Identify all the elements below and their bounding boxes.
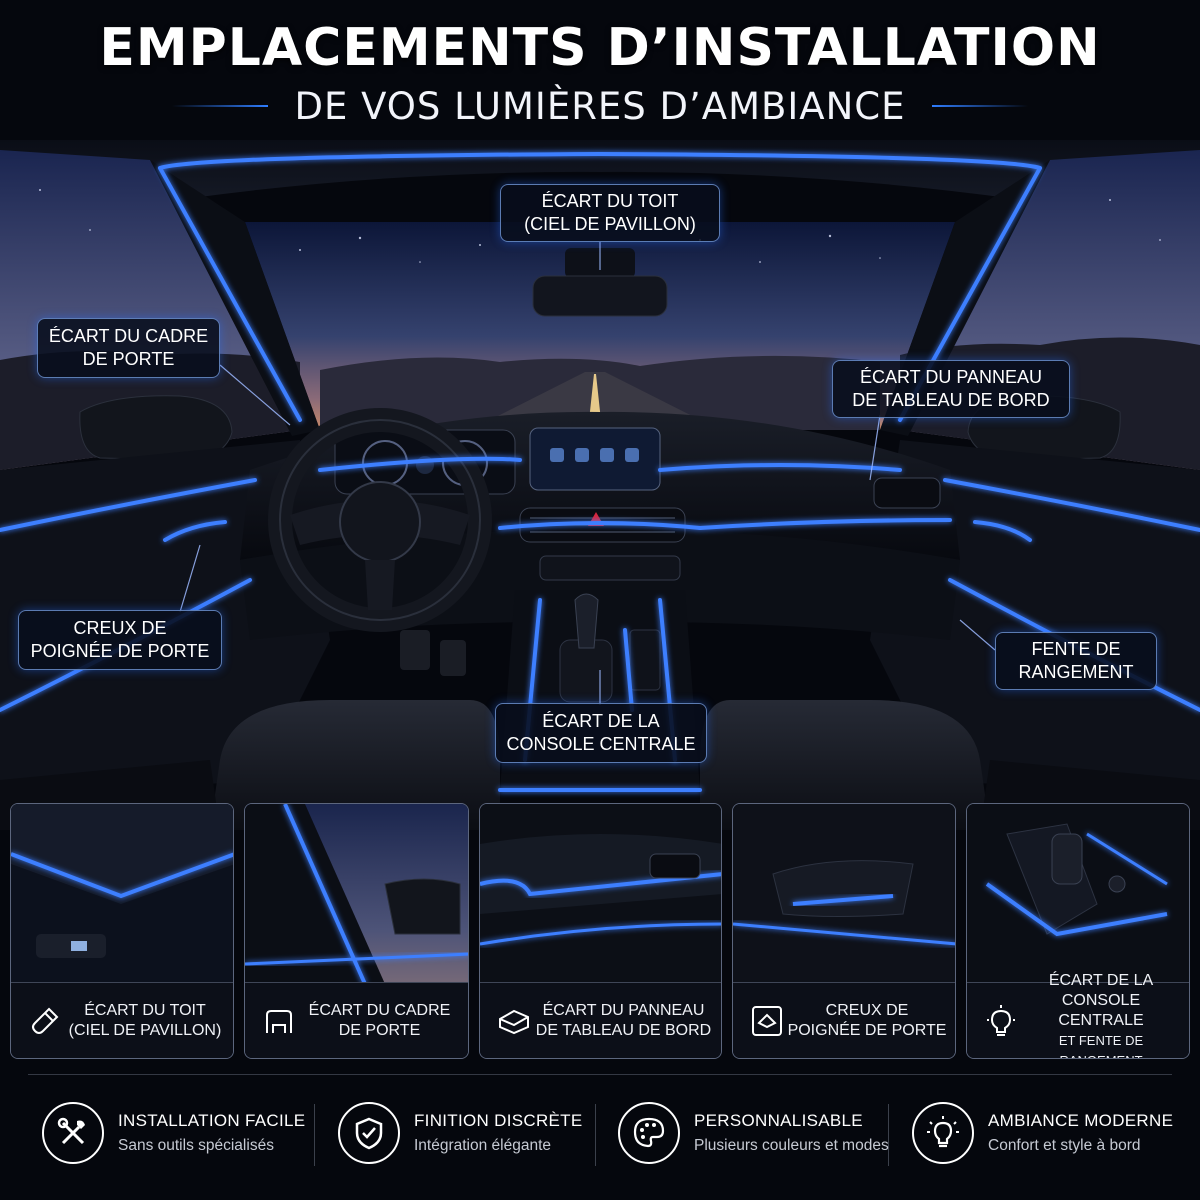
detail-cards: ÉCART DU TOIT (CIEL DE PAVILLON) ÉCART D… <box>10 803 1190 1059</box>
feature-ambiance-text: AMBIANCE MODERNE Confort et style à bord <box>988 1111 1173 1155</box>
light-bulb-icon <box>987 1004 1015 1036</box>
callout-door-frame-line2: DE PORTE <box>82 349 175 369</box>
card-dashboard-line1: ÉCART DU PANNEAU <box>542 1001 705 1019</box>
feature-ambiance: AMBIANCE MODERNE Confort et style à bord <box>912 1100 1173 1166</box>
console-thumbnail <box>967 804 1189 984</box>
card-door-handle-line1: CREUX DE <box>825 1001 909 1019</box>
flashlight-icon <box>32 1007 59 1034</box>
card-dashboard-text: ÉCART DU PANNEAU DE TABLEAU DE BORD <box>532 1001 721 1041</box>
card-door-frame-label: ÉCART DU CADRE DE PORTE <box>245 982 468 1058</box>
callout-door-handle-line1: CREUX DE <box>73 618 167 638</box>
callout-roof: ÉCART DU TOIT (CIEL DE PAVILLON) <box>500 184 720 242</box>
callout-storage: FENTE DE RANGEMENT <box>995 632 1157 690</box>
feature-custom: PERSONNALISABLE Plusieurs couleurs et mo… <box>618 1100 889 1166</box>
feature-finish: FINITION DISCRÈTE Intégration élégante <box>338 1100 583 1166</box>
callout-console-line2: CONSOLE CENTRALE <box>506 734 696 754</box>
dashboard-panel-icon <box>499 1009 529 1034</box>
callout-door-frame: ÉCART DU CADRE DE PORTE <box>37 318 220 378</box>
callout-storage-line2: RANGEMENT <box>1018 662 1134 682</box>
callout-roof-line2: (CIEL DE PAVILLON) <box>524 214 696 234</box>
card-door-frame: ÉCART DU CADRE DE PORTE <box>244 803 469 1059</box>
callout-door-handle: CREUX DE POIGNÉE DE PORTE <box>18 610 222 670</box>
feature-installation-title: INSTALLATION FACILE <box>118 1111 306 1130</box>
card-roof: ÉCART DU TOIT (CIEL DE PAVILLON) <box>10 803 234 1059</box>
feature-finish-text: FINITION DISCRÈTE Intégration élégante <box>414 1111 583 1155</box>
feature-separator <box>595 1104 596 1166</box>
card-console-line1: ÉCART DE LA <box>1048 971 1154 989</box>
card-door-frame-line1: ÉCART DU CADRE <box>308 1001 451 1019</box>
shield-check-icon <box>338 1102 400 1164</box>
card-door-frame-text: ÉCART DU CADRE DE PORTE <box>297 1001 468 1041</box>
card-door-handle: CREUX DE POIGNÉE DE PORTE <box>732 803 956 1059</box>
feature-finish-title: FINITION DISCRÈTE <box>414 1111 583 1130</box>
card-door-handle-line2: POIGNÉE DE PORTE <box>787 1021 947 1039</box>
feature-ambiance-title: AMBIANCE MODERNE <box>988 1111 1174 1130</box>
card-roof-text: ÉCART DU TOIT (CIEL DE PAVILLON) <box>63 1001 233 1041</box>
callout-console: ÉCART DE LA CONSOLE CENTRALE <box>495 703 707 763</box>
card-dashboard: ÉCART DU PANNEAU DE TABLEAU DE BORD <box>479 803 722 1059</box>
feature-ambiance-subtitle: Confort et style à bord <box>988 1137 1141 1154</box>
feature-installation-subtitle: Sans outils spécialisés <box>118 1137 274 1154</box>
subtitle-left-rule <box>172 105 269 107</box>
callout-dashboard-line2: DE TABLEAU DE BORD <box>852 390 1050 410</box>
callout-dashboard: ÉCART DU PANNEAU DE TABLEAU DE BORD <box>832 360 1070 418</box>
feature-custom-text: PERSONNALISABLE Plusieurs couleurs et mo… <box>694 1111 889 1155</box>
feature-installation-text: INSTALLATION FACILE Sans outils spéciali… <box>118 1111 305 1155</box>
page-subtitle: DE VOS LUMIÈRES D’AMBIANCE <box>294 84 906 128</box>
card-console-line3: ET FENTE DE RANGEMENT <box>1058 1032 1144 1059</box>
card-roof-label: ÉCART DU TOIT (CIEL DE PAVILLON) <box>11 982 233 1058</box>
card-roof-line1: ÉCART DU TOIT <box>84 1001 206 1019</box>
card-console: ÉCART DE LA CONSOLE CENTRALE ET FENTE DE… <box>966 803 1190 1059</box>
door-handle-icon <box>752 1005 782 1036</box>
door-handle-thumbnail <box>733 804 955 984</box>
palette-icon <box>618 1102 680 1164</box>
callout-door-handle-line2: POIGNÉE DE PORTE <box>30 641 210 661</box>
card-dashboard-label: ÉCART DU PANNEAU DE TABLEAU DE BORD <box>480 982 721 1058</box>
door-frame-icon <box>266 1009 292 1033</box>
callout-console-line1: ÉCART DE LA <box>542 711 660 731</box>
card-door-frame-line2: DE PORTE <box>338 1021 421 1039</box>
callout-roof-line1: ÉCART DU TOIT <box>541 191 679 211</box>
roof-thumbnail <box>11 804 233 984</box>
card-dashboard-line2: DE TABLEAU DE BORD <box>535 1021 712 1039</box>
page-title: EMPLACEMENTS D’INSTALLATION <box>99 18 1101 78</box>
feature-separator <box>314 1104 315 1166</box>
card-door-handle-text: CREUX DE POIGNÉE DE PORTE <box>785 1001 955 1041</box>
subtitle-right-rule <box>931 105 1028 107</box>
callout-dashboard-line1: ÉCART DU PANNEAU <box>859 367 1043 387</box>
feature-custom-subtitle: Plusieurs couleurs et modes <box>694 1137 889 1154</box>
dashboard-thumbnail <box>480 804 721 984</box>
card-console-label: ÉCART DE LA CONSOLE CENTRALE ET FENTE DE… <box>967 972 1189 1058</box>
door-frame-thumbnail <box>245 804 468 984</box>
callout-door-frame-line1: ÉCART DU CADRE <box>48 326 209 346</box>
features-divider <box>28 1074 1172 1075</box>
callout-storage-line1: FENTE DE <box>1031 639 1121 659</box>
card-door-handle-label: CREUX DE POIGNÉE DE PORTE <box>733 982 955 1058</box>
feature-installation: INSTALLATION FACILE Sans outils spéciali… <box>42 1100 305 1166</box>
card-console-text: ÉCART DE LA CONSOLE CENTRALE ET FENTE DE… <box>1019 971 1189 1059</box>
card-roof-line2: (CIEL DE PAVILLON) <box>68 1021 222 1039</box>
tools-icon <box>42 1102 104 1164</box>
feature-custom-title: PERSONNALISABLE <box>694 1111 863 1130</box>
bulb-icon <box>912 1102 974 1164</box>
subtitle-row: DE VOS LUMIÈRES D’AMBIANCE <box>0 82 1200 130</box>
feature-finish-subtitle: Intégration élégante <box>414 1137 552 1154</box>
card-console-line2: CONSOLE CENTRALE <box>1058 991 1144 1029</box>
feature-separator <box>888 1104 889 1166</box>
